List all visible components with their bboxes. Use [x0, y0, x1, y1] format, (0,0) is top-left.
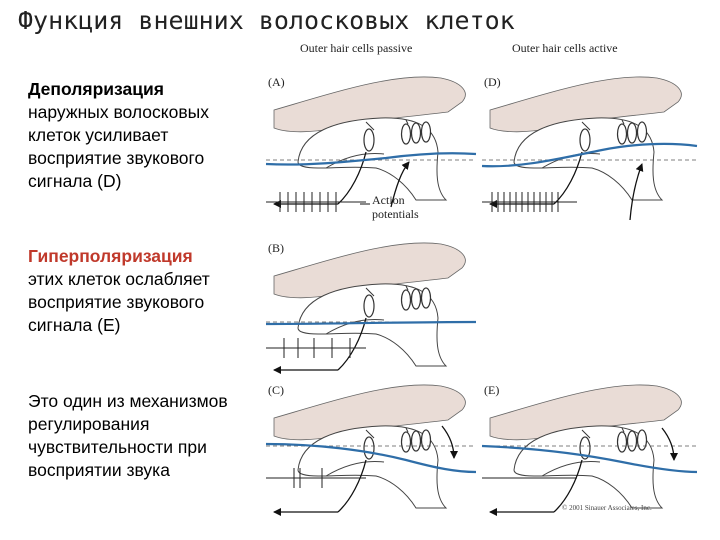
annotation-action: Action: [372, 193, 405, 207]
mechanism-text: Это один из механизмов регулирования чув…: [28, 391, 228, 480]
panel-e-label: (E): [484, 383, 499, 397]
panel-a-label: (A): [268, 75, 285, 89]
panel-c: (C): [266, 383, 476, 512]
panel-c-label: (C): [268, 383, 284, 397]
text-block-hyperpolarization: Гиперполяризация этих клеток ослабляет в…: [28, 245, 263, 337]
copyright-text: © 2001 Sinauer Associates, Inc.: [562, 504, 652, 512]
depolarization-lead: Деполяризация: [28, 79, 164, 99]
panel-b-label: (B): [268, 241, 284, 255]
text-block-mechanism: Это один из механизмов регулирования чув…: [28, 390, 263, 482]
hyperpolarization-lead: Гиперполяризация: [28, 246, 193, 266]
panel-a: (A): [266, 75, 476, 212]
panel-d: (D): [482, 75, 697, 220]
hair-cell-figure: Outer hair cells passive Outer hair cell…: [262, 38, 712, 518]
panel-e: (E): [482, 383, 697, 512]
slide-title: Функция внешних волосковых клеток: [18, 6, 708, 35]
depolarization-text: наружных волосковых клеток усиливает вос…: [28, 102, 209, 191]
hyperpolarization-text: этих клеток ослабляет восприятие звуково…: [28, 269, 210, 335]
annotation-potentials: potentials: [372, 207, 419, 221]
panel-d-label: (D): [484, 75, 501, 89]
text-block-depolarization: Деполяризация наружных волосковых клеток…: [28, 78, 263, 193]
header-passive: Outer hair cells passive: [300, 41, 412, 55]
header-active: Outer hair cells active: [512, 41, 618, 55]
panel-b: (B): [266, 241, 476, 370]
